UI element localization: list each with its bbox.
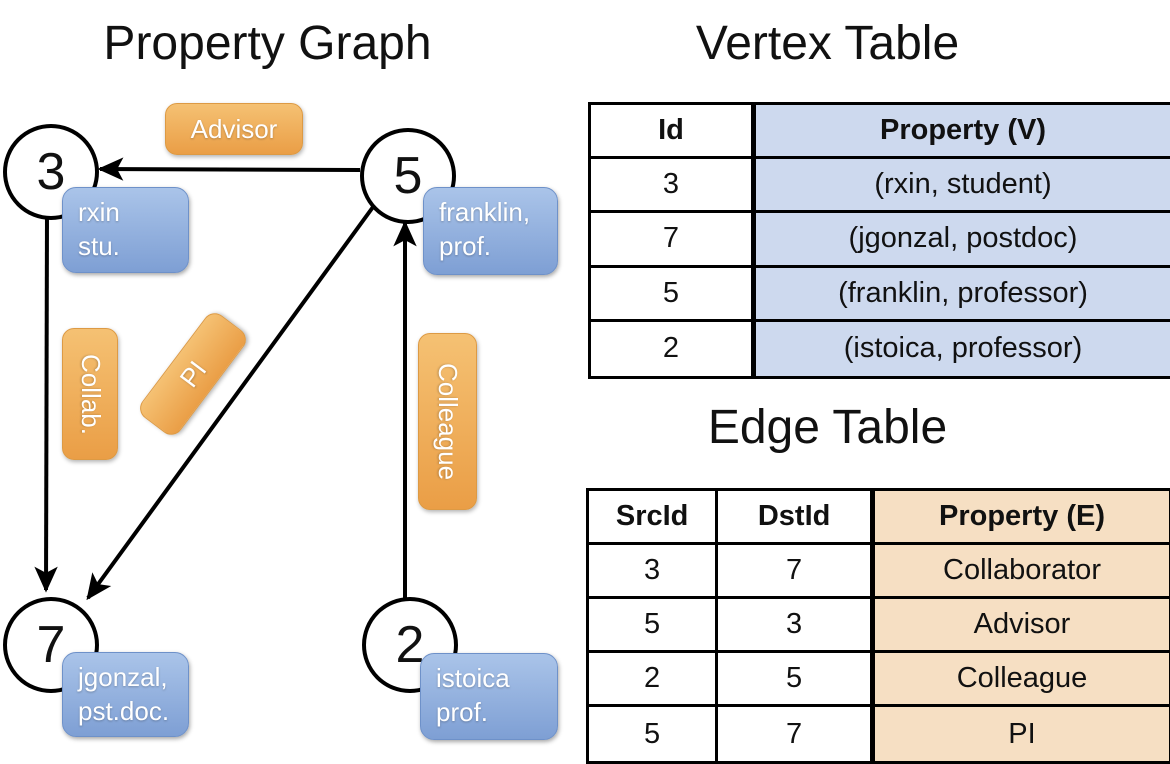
vertex-table-property-cell: (rxin, student) bbox=[756, 159, 1170, 214]
edge-line-advisor-5-to-3 bbox=[97, 157, 361, 181]
edge-table-src-cell: 5 bbox=[589, 707, 719, 761]
vertex-table-id-column: Id 3 7 5 2 bbox=[588, 102, 754, 379]
vertex-box-line: stu. bbox=[78, 231, 120, 262]
vertex-table-title: Vertex Table bbox=[695, 17, 960, 70]
vertex-box-line: jgonzal, bbox=[78, 662, 168, 692]
vertex-box-line: pst.doc. bbox=[78, 696, 170, 727]
edge-table-dst-header: DstId bbox=[718, 491, 870, 545]
edge-table-src-cell: 3 bbox=[589, 545, 719, 599]
vertex-table-id-cell: 7 bbox=[591, 213, 751, 268]
edge-table-property-header: Property (E) bbox=[875, 491, 1169, 545]
edge-table-src-cell: 5 bbox=[589, 599, 719, 653]
edge-table-property-cell: Collaborator bbox=[875, 545, 1169, 599]
vertex-table-property-cell: (franklin, professor) bbox=[756, 268, 1170, 322]
vertex-table-property-cell: (istoica, professor) bbox=[843, 332, 1083, 365]
edge-table-dst-cell: 7 bbox=[786, 717, 803, 750]
graph-node-2: 2 bbox=[362, 597, 458, 693]
vertex-table-property-header: Property (V) bbox=[756, 105, 1170, 160]
edge-table-dst-cell: 3 bbox=[718, 599, 870, 653]
edge-line-pi-5-to-7 bbox=[86, 205, 375, 601]
edge-label-advisor: Advisor bbox=[165, 103, 303, 155]
vertex-property-box-jgonzal: jgonzal, pst.doc. bbox=[62, 652, 189, 737]
property-graph-title: Property Graph bbox=[103, 17, 432, 70]
graph-edges-layer bbox=[34, 157, 417, 601]
edge-label-text: Collab. bbox=[75, 353, 106, 435]
vertex-property-box-franklin: franklin, prof. bbox=[423, 187, 558, 275]
edge-label-colleague: Colleague bbox=[418, 333, 477, 510]
edge-table-property-column: Property (E) Collaborator Advisor Collea… bbox=[872, 488, 1170, 764]
vertex-table-id-cell: 5 bbox=[591, 268, 751, 322]
edge-table-src-header: SrcId bbox=[589, 491, 719, 545]
edge-table-src-cell: 2 bbox=[589, 653, 719, 707]
vertex-box-line: istoica bbox=[436, 663, 510, 693]
vertex-table-id-header: Id bbox=[591, 105, 751, 160]
vertex-box-line: prof. bbox=[436, 697, 489, 728]
edge-table-dst-cell: 7 bbox=[718, 545, 870, 599]
edge-label-text: Colleague bbox=[433, 362, 463, 481]
vertex-table-id-cell: 2 bbox=[662, 332, 680, 365]
vertex-box-line: prof. bbox=[439, 231, 492, 262]
edge-table-dst-cell: 5 bbox=[718, 653, 870, 707]
vertex-box-line: franklin, bbox=[439, 197, 531, 227]
edge-label-collab: Collab. bbox=[62, 328, 118, 460]
edge-table-title: Edge Table bbox=[707, 401, 948, 454]
vertex-box-line: rxin bbox=[78, 197, 120, 227]
vertex-table-id-cell: 3 bbox=[591, 159, 751, 214]
vertex-property-box-istoica: istoica prof. bbox=[420, 653, 558, 740]
edge-table-property-cell: PI bbox=[1008, 717, 1036, 750]
edge-table-property-cell: Colleague bbox=[875, 653, 1169, 707]
edge-label-text: PI bbox=[173, 354, 212, 393]
edge-label-text: Advisor bbox=[190, 113, 278, 144]
edge-line-collab-3-to-7 bbox=[34, 211, 58, 593]
edge-table-src-dst-columns: SrcId DstId 3 7 5 3 2 5 5 7 bbox=[586, 488, 873, 764]
vertex-property-box-rxin: rxin stu. bbox=[62, 187, 189, 273]
vertex-table-property-column: Property (V) (rxin, student) (jgonzal, p… bbox=[753, 102, 1170, 379]
edge-table-property-cell: Advisor bbox=[875, 599, 1169, 653]
vertex-table-property-cell: (jgonzal, postdoc) bbox=[756, 213, 1170, 268]
